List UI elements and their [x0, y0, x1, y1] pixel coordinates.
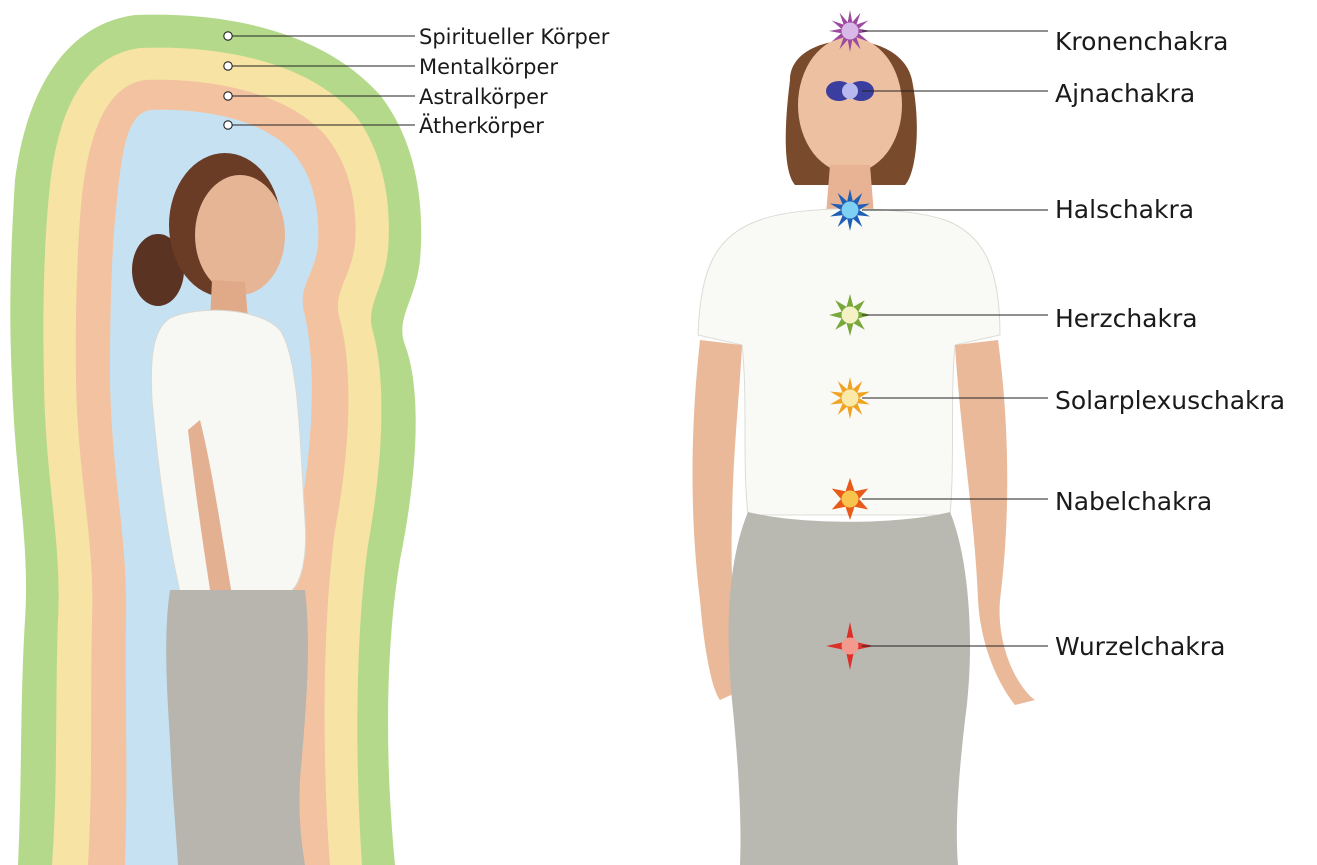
chakra-label-solar-plexus: Solarplexuschakra — [1055, 386, 1285, 415]
chakra-label-sacral: Nabelchakra — [1055, 487, 1212, 516]
aura-label-text: Astralkörper — [419, 85, 548, 109]
aura-figure: Spiritueller Körper Mentalkörper Astralk… — [10, 15, 609, 865]
aura-label-text: Mentalkörper — [419, 55, 558, 79]
aura-label-text: Ätherkörper — [419, 113, 544, 138]
chakra-figure: Kronenchakra Ajnachakra Halschakra Herzc… — [693, 10, 1286, 865]
aura-label-text: Spiritueller Körper — [419, 25, 610, 49]
chakra-label-third-eye: Ajnachakra — [1055, 79, 1195, 108]
chakra-label-throat: Halschakra — [1055, 195, 1194, 224]
chakra-label-crown: Kronenchakra — [1055, 27, 1228, 56]
chakra-label-heart: Herzchakra — [1055, 304, 1198, 333]
chakra-label-root: Wurzelchakra — [1055, 632, 1225, 661]
chakra-labels: Kronenchakra Ajnachakra Halschakra Herzc… — [1055, 27, 1285, 661]
front-silhouette — [693, 37, 1036, 865]
